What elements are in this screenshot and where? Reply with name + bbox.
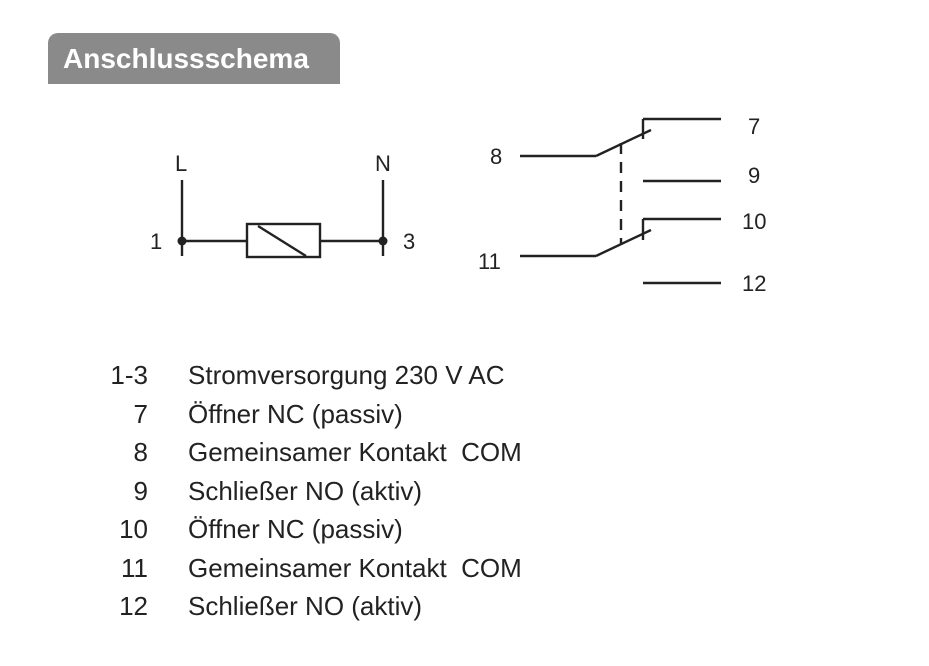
terminal-12: 12 [742,271,766,296]
legend-desc: Schließer NO (aktiv) [188,591,423,621]
legend-row: 12 Schließer NO (aktiv) [90,587,522,626]
legend-row: 10 Öffner NC (passiv) [90,510,522,549]
legend-desc: Stromversorgung 230 V AC [188,360,505,390]
legend-row: 1-3 Stromversorgung 230 V AC [90,356,522,395]
legend-desc: Gemeinsamer Kontakt COM [188,552,522,583]
legend-term: 10 [119,514,148,544]
coil-circuit [180,180,385,259]
legend-term: 7 [133,398,148,429]
terminal-10: 10 [742,209,766,234]
legend-row: 8 Gemeinsamer Kontakt COM [90,433,522,472]
junction-dot-3 [378,236,388,246]
legend-desc: Öffner NC (passiv) [188,514,403,544]
legend-term: 12 [119,591,148,621]
legend-desc: Öffner NC (passiv) [188,398,403,429]
legend-row: 9 Schließer NO (aktiv) [90,472,522,511]
terminal-7: 7 [748,114,760,139]
label-l: L [175,151,187,176]
terminal-8: 8 [490,144,502,169]
contact-circuit [520,117,721,285]
page-title: Anschlussschema [48,33,340,84]
legend-row: 7 Öffner NC (passiv) [90,395,522,434]
terminal-9: 9 [748,163,760,188]
coil-diagonal [257,224,307,258]
coil-symbol [245,222,322,259]
legend-term: 11 [121,552,148,583]
junction-dot-1 [177,236,187,246]
terminal-3: 3 [403,229,415,254]
terminal-1: 1 [150,229,162,254]
wiring-diagram: L N 1 3 7 8 9 10 11 12 [150,114,766,296]
legend-desc: Schließer NO (aktiv) [188,475,423,506]
legend-term: 8 [133,437,148,467]
label-n: N [375,151,391,176]
legend-term: 1-3 [110,360,148,390]
legend-row: 11 Gemeinsamer Kontakt COM [90,549,522,588]
legend-desc: Gemeinsamer Kontakt COM [188,437,522,467]
terminal-11: 11 [478,249,501,274]
terminal-legend: 1-3 Stromversorgung 230 V AC 7 Öffner NC… [90,356,522,626]
legend-term: 9 [133,475,148,506]
